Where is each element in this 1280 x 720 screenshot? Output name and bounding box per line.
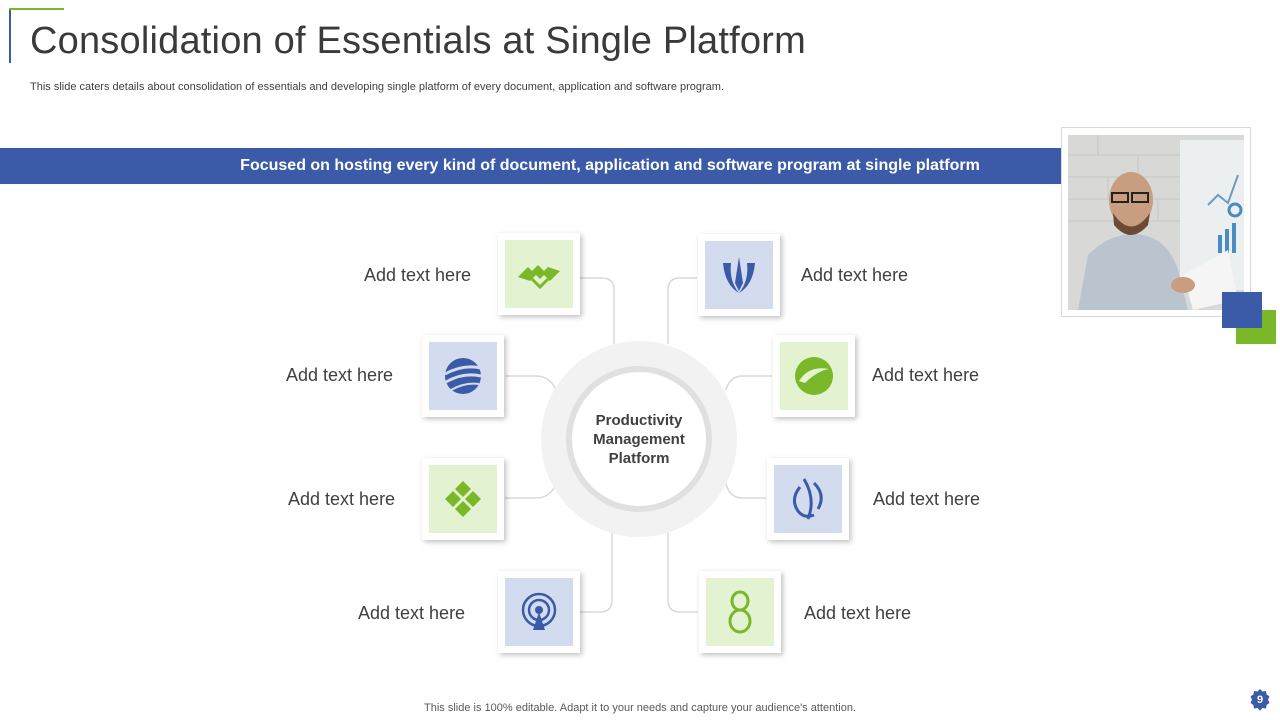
infinity-eight-icon bbox=[706, 578, 774, 646]
tile-3 bbox=[422, 458, 504, 540]
globe-swoosh-icon bbox=[429, 342, 497, 410]
person-photo bbox=[1068, 135, 1244, 310]
banner: Focused on hosting every kind of documen… bbox=[0, 148, 1062, 184]
leaf-circle-icon bbox=[780, 342, 848, 410]
center-line-2: Management bbox=[593, 430, 685, 448]
page-badge-icon bbox=[1250, 689, 1270, 711]
center-label: Productivity Management Platform bbox=[566, 366, 712, 512]
decor-square-blue bbox=[1222, 292, 1262, 328]
item-7-label: Add text here bbox=[873, 489, 981, 509]
tile-8 bbox=[699, 571, 781, 653]
tile-5 bbox=[698, 234, 780, 316]
item-6-label: Add text here bbox=[872, 365, 980, 385]
center-line-1: Productivity bbox=[595, 411, 683, 429]
tile-4 bbox=[498, 571, 580, 653]
tile-2 bbox=[422, 335, 504, 417]
slide-title: Consolidation of Essentials at Single Pl… bbox=[30, 20, 806, 62]
center-line-3: Platform bbox=[608, 449, 670, 467]
wings-emblem-icon bbox=[705, 241, 773, 309]
page-number: 9 bbox=[1256, 694, 1264, 706]
center-inner-circle bbox=[566, 366, 712, 512]
header-accent-horizontal bbox=[9, 8, 64, 10]
item-5-label: Add text here bbox=[801, 265, 909, 285]
footer-note: This slide is 100% editable. Adapt it to… bbox=[424, 702, 856, 714]
diamond-cluster-icon bbox=[429, 465, 497, 533]
item-2-label: Add text here bbox=[286, 365, 394, 385]
handshake-arrows-icon bbox=[505, 240, 573, 308]
header-accent-vertical bbox=[9, 8, 11, 63]
tile-7 bbox=[767, 458, 849, 540]
item-8-label: Add text here bbox=[804, 603, 912, 623]
slide-subtitle: This slide caters details about consolid… bbox=[30, 81, 725, 93]
tile-6 bbox=[773, 335, 855, 417]
item-3-label: Add text here bbox=[288, 489, 396, 509]
item-1-label: Add text here bbox=[364, 265, 472, 285]
item-4-label: Add text here bbox=[358, 603, 466, 623]
leaf-ring-icon bbox=[774, 465, 842, 533]
banner-text: Focused on hosting every kind of documen… bbox=[240, 157, 980, 174]
signal-tower-icon bbox=[505, 578, 573, 646]
tile-1 bbox=[498, 233, 580, 315]
